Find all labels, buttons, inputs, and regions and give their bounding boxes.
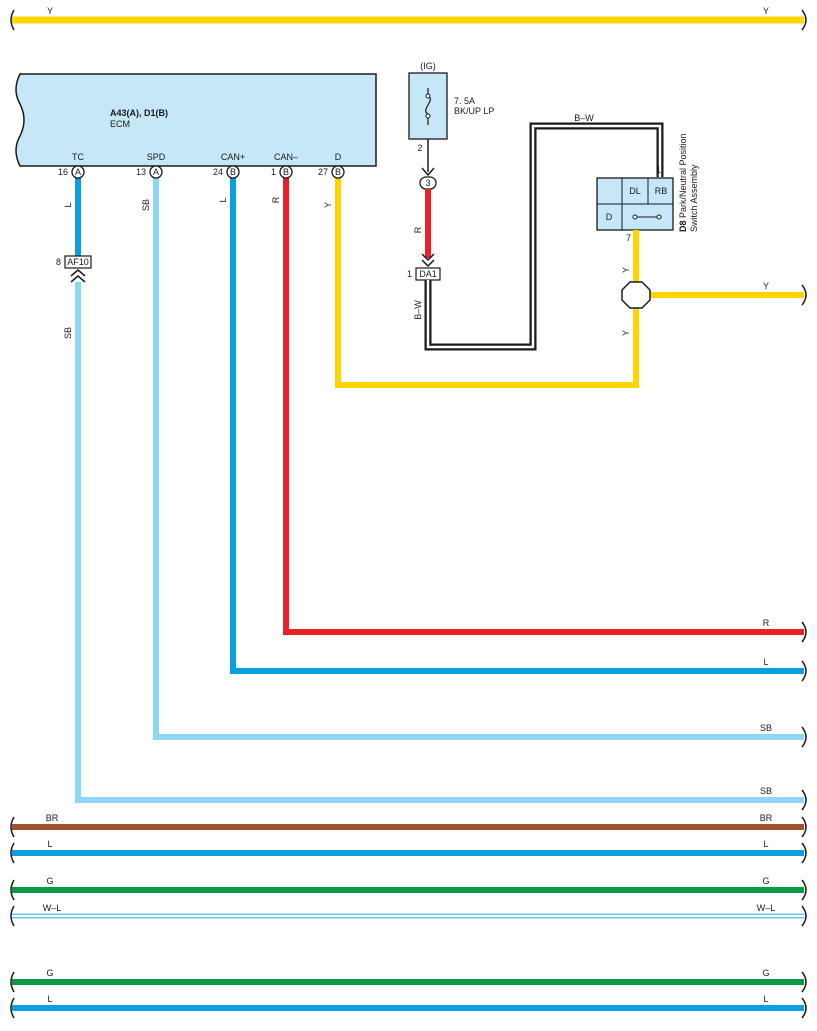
bus-g2-label-left: G (46, 968, 53, 978)
da1-chevron-icon (421, 253, 435, 268)
wire-label-fuse-r: R (413, 226, 423, 233)
svg-text:A: A (75, 167, 81, 177)
bus-g2-label-right: G (762, 968, 769, 978)
switch-cell-rb: RB (655, 186, 668, 196)
junction-3: 3 (419, 176, 437, 190)
wire-label-spd: SB (141, 199, 151, 211)
switch-cell-d: D (606, 212, 613, 222)
wire-tc-sb (75, 282, 804, 803)
wire-label-tc: L (63, 202, 73, 207)
da1-pin: 1 (407, 269, 412, 279)
ecm-pin-label-tc: TC (72, 152, 84, 162)
switch-name-line1: Park/Neutral Position (678, 133, 688, 218)
top-bus-label-right: Y (763, 6, 769, 16)
fuse-name: BK/UP LP (454, 106, 494, 116)
right-wire-label-l: L (763, 657, 768, 667)
bus-br-label-right: BR (760, 813, 773, 823)
wire-bw (424, 122, 664, 351)
ecm-pin-num-spd: 13 (136, 167, 146, 177)
wire-label-splice-up: Y (621, 267, 631, 273)
fuse-source: (IG) (420, 61, 436, 71)
splice-point (621, 281, 651, 309)
fuse-pin: 2 (417, 143, 422, 153)
bus-l2: L L (10, 994, 807, 1019)
ecm-pin-label-spd: SPD (147, 152, 166, 162)
fuse-arrow-icon (421, 167, 435, 177)
bus-g1: G G (10, 876, 807, 901)
svg-text:B: B (230, 167, 236, 177)
wire-label-splice-right: Y (763, 281, 769, 291)
ecm-pin-label-canm: CAN– (274, 152, 298, 162)
ecm-pin-num-canp: 24 (213, 167, 223, 177)
ecm-pin-canp: B 24 (213, 165, 240, 179)
switch-pin-bottom: 7 (626, 233, 631, 243)
wire-can-minus (283, 178, 804, 635)
switch-cell-dl: DL (629, 186, 641, 196)
connector-af10: AF10 8 (56, 255, 92, 283)
wire-label-af10-below: SB (63, 327, 73, 339)
top-bus-y: Y Y (10, 6, 807, 31)
bus-wl: W–L W–L (10, 903, 807, 927)
svg-text:DA1: DA1 (419, 269, 437, 279)
svg-text:3: 3 (425, 178, 430, 188)
right-wire-label-r: R (763, 618, 770, 628)
bus-g1-label-left: G (46, 876, 53, 886)
ecm-pin-tc: A 16 (58, 165, 85, 179)
af10-chevron-icon (70, 269, 86, 283)
wire-d (335, 178, 639, 388)
wire-label-splice-down: Y (621, 330, 631, 336)
break-mark-right (801, 9, 807, 31)
svg-text:A: A (153, 167, 159, 177)
ecm-pin-label-d: D (335, 152, 342, 162)
wire-label-da1-below: B–W (413, 300, 423, 320)
switch-pin-top: 1 (656, 165, 661, 175)
bus-l1-label-left: L (47, 839, 52, 849)
ecm-pin-spd: A 13 (136, 165, 163, 179)
wire-label-d: Y (323, 202, 333, 208)
bus-g2: G G (10, 968, 807, 993)
ecm-box: A43(A), D1(B) ECM TC SPD CAN+ CAN– D (15, 73, 377, 167)
ecm-pin-num-d: 27 (318, 167, 328, 177)
break-mark-left (10, 9, 15, 31)
ecm-pin-num-tc: 16 (58, 167, 68, 177)
svg-text:B: B (335, 167, 341, 177)
pn-switch: 1 DL RB D 7 D8 Park/Neutral Position Swi… (596, 133, 699, 243)
switch-name-line2: Switch Assembly (689, 164, 699, 232)
bus-l2-label-right: L (763, 994, 768, 1004)
bus-br: BR BR (10, 813, 807, 838)
ecm-pin-canm: B 1 (271, 165, 293, 179)
bus-l2-label-left: L (47, 994, 52, 1004)
right-wire-ends: R L SB SB (760, 618, 807, 811)
bus-g1-label-right: G (762, 876, 769, 886)
ecm-pin-num-canm: 1 (271, 167, 276, 177)
ecm-pin-label-canp: CAN+ (221, 152, 245, 162)
wire-label-canm: R (271, 196, 281, 203)
right-wire-label-sb1: SB (760, 723, 772, 733)
ecm-name: ECM (110, 119, 130, 129)
wire-label-bw-top: B–W (574, 113, 594, 123)
break-mark-splice (801, 284, 807, 306)
bus-l1-label-right: L (763, 839, 768, 849)
svg-text:B: B (283, 167, 289, 177)
wire-label-canp: L (218, 197, 228, 202)
ecm-connector-code: A43(A), D1(B) (110, 108, 168, 118)
bus-br-label-left: BR (46, 813, 59, 823)
right-wire-label-sb2: SB (760, 786, 772, 796)
connector-da1: DA1 1 (407, 267, 441, 281)
switch-code: D8 (678, 220, 688, 232)
fuse-rating: 7. 5A (454, 96, 475, 106)
bus-wl-label-right: W–L (757, 903, 776, 913)
ecm-pin-d: B 27 (318, 165, 345, 179)
top-bus-label-left: Y (47, 6, 53, 16)
bus-l1: L L (10, 839, 807, 864)
fuse: (IG) 7. 5A BK/UP LP 2 (408, 61, 494, 177)
af10-name: AF10 (67, 257, 89, 267)
af10-pin: 8 (56, 257, 61, 267)
wire-spd (153, 178, 804, 740)
wire-can-plus (230, 178, 804, 674)
bus-wl-label-left: W–L (43, 903, 62, 913)
switch-contact-icon (632, 214, 662, 220)
